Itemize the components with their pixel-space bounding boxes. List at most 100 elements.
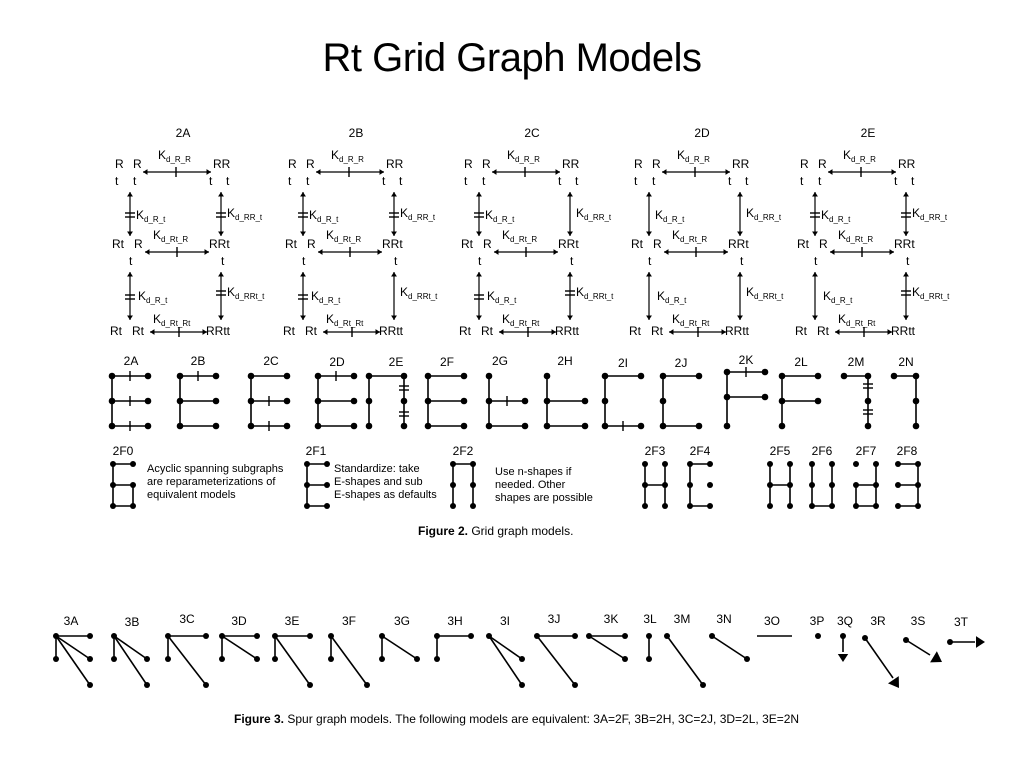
spur-3k-edge-1 [588, 635, 626, 660]
model-2e-k-mid-right: Kd_RR_t [912, 206, 948, 222]
model-2e-t-4: t [911, 174, 915, 188]
model-2c-k-center: Kd_Rt_R [502, 228, 537, 244]
spur-label-3q: 3Q [837, 614, 853, 628]
model-2b-arrow-bottom-head [375, 329, 380, 335]
model-2c-arrow-top-head [555, 169, 560, 175]
spur-3f-hub [328, 633, 334, 639]
model-2b-arrow-top-head [379, 169, 384, 175]
spur-3m-end-0 [700, 682, 706, 688]
model-2c-r-left-1: R [464, 157, 473, 171]
model-2c-arrow-low-right-tail [567, 272, 573, 277]
shape-2c-dot-r0 [283, 372, 291, 380]
shape-2f-dot-r2 [460, 422, 468, 430]
spur-3h-hub [434, 633, 440, 639]
shape-2f3-dot-4 [642, 503, 648, 509]
shape-2f2-dot-2 [450, 482, 456, 488]
figure-3-label: Figure 3. [234, 712, 285, 726]
shape-2f0-dot-4 [110, 503, 116, 509]
shape-2d-dot-r2 [350, 422, 358, 430]
spur-3j-end-0 [572, 633, 578, 639]
model-2b-arrow-mid-left-tail [300, 192, 306, 197]
note-nshapes-line-1: needed. Other [495, 479, 566, 491]
note-acyclic-line-1: are reparameterizations of [147, 476, 276, 488]
model-2a-r-right: RR [213, 157, 231, 171]
spur-3d-end-2 [219, 656, 225, 662]
model-2d-arrow-low-left-head [646, 315, 652, 320]
model-2b-k-mid-left: Kd_R_t [309, 208, 339, 224]
model-2c-t-2: t [482, 174, 486, 188]
shape-2c-dot-r2 [283, 422, 291, 430]
model-2d-k-low-right: Kd_RRt_t [746, 285, 784, 301]
model-2a-bot-left-1: Rt [110, 324, 123, 338]
model-2c-k-mid-left: Kd_R_t [485, 208, 515, 224]
model-2b-k-center: Kd_Rt_R [326, 228, 361, 244]
model-2d-t-5: t [648, 254, 652, 268]
spur-3d-end-1 [254, 656, 260, 662]
model-2e-t-1: t [800, 174, 804, 188]
note-standardize-line-0: Standardize: take [334, 463, 420, 475]
shape-2m-dot-3 [864, 422, 872, 430]
spur-3c-hub [165, 633, 171, 639]
model-2a-k-bottom: Kd_Rt_Rt [153, 312, 191, 328]
shape-2f5-dot-0 [767, 461, 773, 467]
model-2d-k-bottom: Kd_Rt_Rt [672, 312, 710, 328]
spur-3g-hub [379, 633, 385, 639]
shape-2e-dot-0 [365, 372, 373, 380]
model-2e-r-left-2: R [818, 157, 827, 171]
shape-2f5-dot-2 [767, 482, 773, 488]
spur-3c-end-2 [165, 656, 171, 662]
shape-2k-dot-4 [723, 422, 731, 430]
shape-2f4-dot-0 [687, 461, 693, 467]
spur-3b-end-2 [111, 656, 117, 662]
model-2c-arrow-center-tail [494, 249, 499, 255]
model-2b-k-low-left: Kd_R_t [311, 289, 341, 305]
model-2a-label: 2A [176, 126, 191, 140]
model-2b-t-4: t [399, 174, 403, 188]
model-2c-arrow-mid-left-tail [476, 192, 482, 197]
spur-3r-head [888, 676, 899, 688]
model-2b-arrow-low-left-tail [300, 272, 306, 277]
model-2a-t-5: t [129, 254, 133, 268]
spur-label-3n: 3N [716, 612, 731, 626]
spur-3l-end-0 [646, 656, 652, 662]
model-2e-bot-right: RRtt [891, 324, 916, 338]
model-2b-bot-left-1: Rt [283, 324, 296, 338]
shape-2f1-dot-4 [304, 503, 310, 509]
spur-3i-end-0 [519, 656, 525, 662]
shape-2k-dot-0 [723, 368, 731, 376]
spur-label-3j: 3J [548, 612, 561, 626]
figure-2-label: Figure 2. [418, 524, 469, 538]
shape-2f0-dot-5 [130, 503, 136, 509]
model-2c-arrow-bottom-head [551, 329, 556, 335]
spur-3g-end-1 [379, 656, 385, 662]
model-2e-bot-left-2: Rt [817, 324, 830, 338]
spur-label-3s: 3S [911, 614, 926, 628]
model-2e-k-low-right: Kd_RRt_t [912, 285, 950, 301]
spur-3g-end-0 [414, 656, 420, 662]
shape-2i-dot-4 [637, 422, 645, 430]
model-2e-rt-left-1: Rt [797, 237, 810, 251]
shape-2m-dot-1 [864, 372, 872, 380]
shape-label-2f: 2F [440, 355, 454, 369]
model-2b-t-2: t [306, 174, 310, 188]
shape-label-2h: 2H [557, 354, 572, 368]
model-2b-arrow-low-right-tail [391, 272, 397, 277]
model-2e-rt-left-2: R [819, 237, 828, 251]
model-2d-k-top: Kd_R_R [677, 148, 710, 164]
shape-2f6-dot-2 [809, 482, 815, 488]
shape-2n-dot-0 [890, 372, 898, 380]
shape-2n-dot-2 [912, 397, 920, 405]
model-2a-t-2: t [133, 174, 137, 188]
shape-2f1-dot-1 [324, 461, 330, 467]
model-2d-arrow-low-right-head [737, 315, 743, 320]
shape-2b-dot-r2 [212, 422, 220, 430]
note-nshapes-line-0: Use n-shapes if [495, 466, 572, 478]
shape-2f8-dot-5 [915, 503, 921, 509]
shape-2b-dot-r0 [212, 372, 220, 380]
spur-3b-edge-1 [113, 635, 148, 686]
shape-2c-dot-l2 [247, 422, 255, 430]
model-2b-rt-left-2: R [307, 237, 316, 251]
shape-2f-dot-r1 [460, 397, 468, 405]
model-2c-bot-left-2: Rt [481, 324, 494, 338]
shape-2a-dot-r1 [144, 397, 152, 405]
